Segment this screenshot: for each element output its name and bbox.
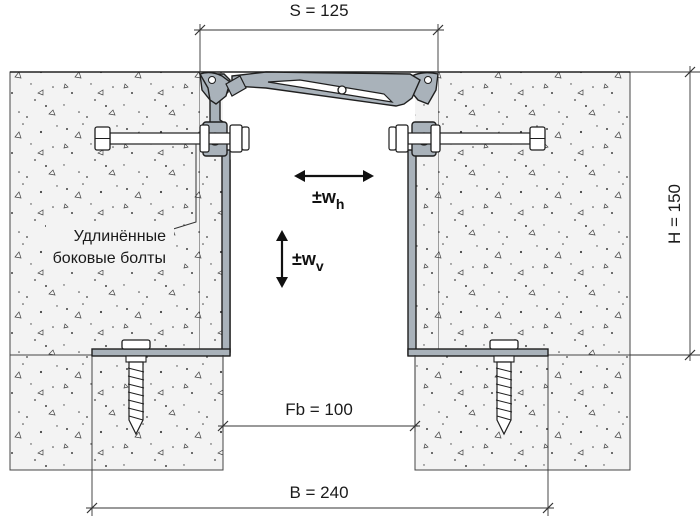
left-anchor-screw	[121, 339, 151, 436]
lower-left-concrete	[9, 354, 224, 471]
dim-b-tick-left	[86, 502, 98, 514]
right-anchor-screw	[489, 339, 519, 436]
upper-right-concrete	[437, 71, 631, 356]
right-web	[407, 149, 417, 356]
dimension-b: B = 240	[86, 356, 554, 516]
lower-right-concrete	[414, 354, 631, 471]
left-anchor-washer	[125, 355, 147, 363]
dimension-h: H = 150	[630, 66, 700, 361]
vertical-movement-label: ±wv	[292, 249, 324, 274]
callout-leader	[169, 144, 197, 231]
dimension-fb: Fb = 100	[217, 355, 421, 432]
horizontal-movement-label: ±wh	[312, 187, 344, 212]
right-lip-hole	[424, 76, 432, 84]
right-side-bolt	[388, 124, 546, 153]
dim-h-label: H = 150	[665, 184, 684, 244]
left-bottom-flange	[91, 348, 231, 357]
dim-fb-label: Fb = 100	[285, 400, 353, 419]
left-side-bolt	[94, 124, 250, 153]
right-anchor-thread	[495, 367, 513, 421]
vertical-arrow-bottom-head	[276, 277, 288, 288]
left-anchor-thread	[127, 367, 145, 421]
right-bottom-flange	[407, 348, 549, 357]
cover-plate-arm	[267, 79, 394, 103]
right-bolt-shaft	[407, 132, 531, 145]
left-top-lip	[198, 71, 231, 105]
dim-fb-tick-left	[217, 420, 229, 432]
dim-h-tick-top	[684, 66, 696, 78]
callout-line-1: Удлинённые	[74, 228, 166, 245]
horizontal-arrow-right-head	[363, 170, 374, 182]
left-bolt-nut-outer	[229, 124, 243, 153]
right-bolt-nut-inner	[430, 124, 441, 153]
dim-s-label: S = 125	[289, 1, 348, 20]
dimension-s: S = 125	[194, 1, 444, 72]
right-anchor-head	[489, 339, 519, 350]
upper-left-concrete	[9, 71, 201, 356]
dim-s-tick-right	[432, 24, 444, 36]
left-bolt-shaft	[109, 132, 231, 145]
dim-fb-tick-right	[409, 420, 421, 432]
horizontal-arrow-left-head	[294, 170, 305, 182]
vertical-arrow-top-head	[276, 230, 288, 241]
right-anchor-washer	[493, 355, 515, 363]
right-bolt-nut-outer	[395, 124, 409, 153]
right-anchor-shank	[496, 361, 512, 436]
vertical-movement: ±wv	[276, 230, 324, 288]
dim-b-tick-right	[542, 502, 554, 514]
left-bolt-washer	[241, 126, 250, 151]
callout-label-bg	[46, 222, 174, 270]
left-anchor-shank	[128, 361, 144, 436]
left-anchor-head	[121, 339, 151, 350]
left-web	[221, 149, 231, 356]
dim-b-label: B = 240	[289, 483, 348, 502]
dim-s-tick-left	[194, 24, 206, 36]
left-lip-hole	[208, 76, 216, 84]
bolt-callout: Удлинённые боковые болты	[46, 144, 197, 270]
cover-pivot-pin	[337, 85, 347, 95]
right-top-recess-fill	[415, 72, 438, 355]
cover-plate	[225, 71, 421, 107]
horizontal-movement: ±wh	[294, 170, 374, 212]
left-bolt-nut-inner	[199, 124, 210, 153]
callout-line-2: боковые болты	[53, 250, 166, 267]
cover-hinge-left	[225, 75, 247, 97]
dim-h-tick-bottom	[684, 349, 696, 361]
right-bolt-washer	[388, 126, 397, 151]
